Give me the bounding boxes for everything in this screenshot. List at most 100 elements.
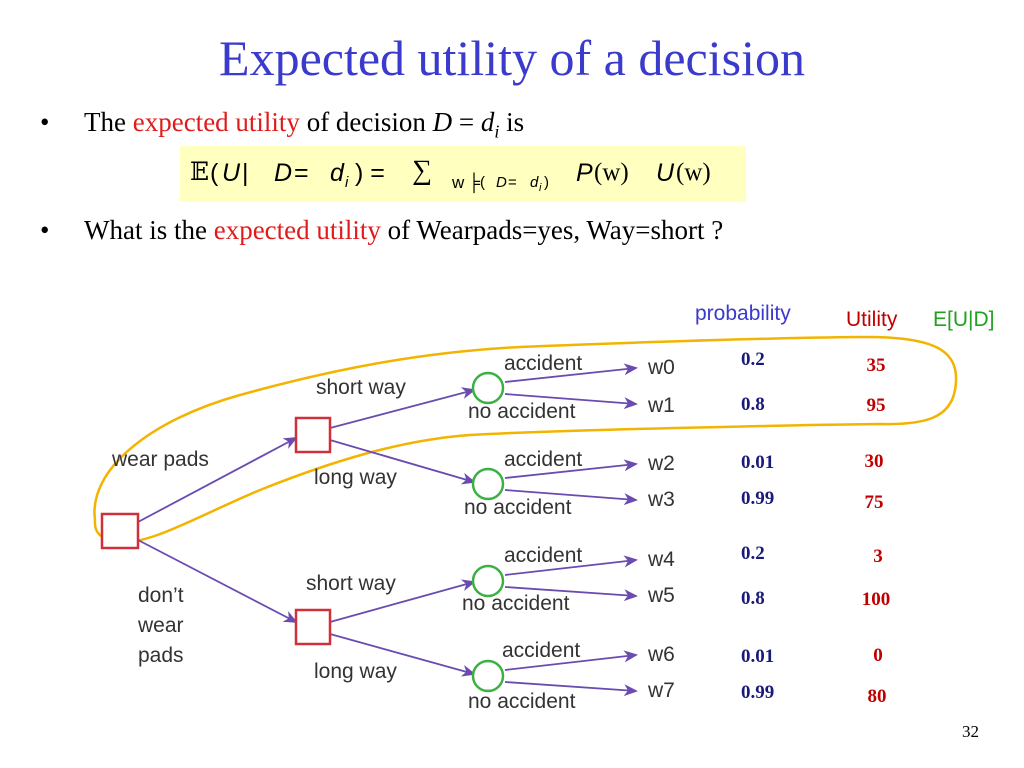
formula-p: P [576, 159, 593, 187]
utility-w2: 30 [864, 451, 884, 472]
label-dont-1: don’t [138, 584, 184, 607]
bullet-1-middle: of decision [299, 107, 433, 137]
formula-box: 𝔼 ( U | D = d i ) = ∑ w ╞ ( D = d i ) P … [180, 146, 746, 202]
label-event-5: no accident [462, 592, 570, 615]
bullet-2-suffix: of Wearpads=yes, Way=short ? [380, 215, 724, 245]
utility-w3: 75 [864, 492, 884, 513]
formula-models: ╞ [468, 173, 481, 192]
formula-expectation: 𝔼 [190, 159, 210, 186]
expected-utility-header: E[U|D] [933, 308, 995, 331]
prob-w0: 0.2 [741, 349, 765, 370]
label-event-4: accident [504, 544, 582, 567]
formula-open: ( [210, 159, 219, 187]
formula-sigma: ∑ [412, 155, 432, 186]
chance-node-3 [471, 564, 505, 598]
edge-w3 [504, 489, 638, 506]
bullet-1-highlight: expected utility [132, 107, 300, 137]
edge-long-way-2 [329, 633, 476, 677]
formula-sub-i: i [345, 174, 349, 191]
bullet-1-sub: i [494, 121, 500, 142]
bullet-2-highlight: expected utility [213, 215, 381, 245]
label-way-1: short way [316, 376, 406, 399]
edge-w1 [504, 393, 638, 410]
chance-node-2 [471, 467, 505, 501]
prob-w2: 0.01 [741, 452, 775, 473]
formula-eq: = [294, 159, 309, 187]
edge-long-way-1 [329, 439, 476, 485]
utility-w7: 80 [867, 686, 887, 707]
utility-w0: 35 [866, 355, 886, 376]
bullet-1: •The expected utility of decision D = di… [40, 106, 524, 147]
edge-w7 [504, 681, 638, 697]
formula-w: w [452, 173, 465, 192]
bullet-dot: • [40, 107, 50, 137]
utility-w6: 0 [873, 645, 883, 666]
edge-w4 [504, 555, 638, 576]
lasso-highlight [93, 335, 958, 544]
label-way-2: long way [314, 466, 397, 489]
formula-cond-eq: = [508, 174, 517, 191]
bullet-2: • What is the expected utility of Wearpad… [40, 214, 723, 246]
label-way-3: short way [306, 572, 396, 595]
utility-header: Utility [846, 308, 898, 331]
decision-node-root [100, 512, 140, 550]
label-world-6: w6 [647, 643, 675, 666]
edge-wear-pads [137, 437, 298, 523]
bullet-dot: • [40, 215, 50, 245]
formula-di: d [330, 159, 344, 187]
label-world-5: w5 [647, 584, 675, 607]
decision-node-wear-pads [294, 416, 332, 454]
bullet-1-eq: = [452, 107, 481, 137]
label-dont-3: pads [138, 644, 184, 667]
edge-w2 [504, 459, 638, 479]
formula-cond-close: ) [544, 174, 549, 191]
decision-node-dont-wear-pads [294, 608, 332, 646]
formula-cond-d: D [496, 174, 507, 191]
formula-cond-sub: i [539, 182, 542, 194]
bullet-1-suffix: is [499, 107, 525, 137]
label-event-1: no accident [468, 400, 576, 423]
edge-dont-wear-pads [137, 539, 298, 623]
probability-header: probability [695, 302, 791, 325]
utility-w5: 100 [861, 589, 891, 610]
formula-d: D [274, 159, 293, 187]
formula-uw: (w) [676, 159, 711, 186]
chance-node-4 [471, 659, 505, 693]
formula-bar: | [242, 159, 249, 187]
label-event-7: no accident [468, 690, 576, 713]
prob-w4: 0.2 [741, 543, 765, 564]
edge-short-way-2 [329, 579, 476, 623]
label-world-2: w2 [647, 452, 675, 475]
bullet-1-prefix: The [84, 107, 133, 137]
prob-w5: 0.8 [741, 588, 765, 609]
label-world-7: w7 [647, 679, 675, 702]
chance-node-1 [471, 371, 505, 405]
label-event-0: accident [504, 352, 582, 375]
formula-pw: (w) [594, 159, 629, 186]
utility-w4: 3 [873, 546, 883, 567]
utility-w1: 95 [866, 395, 886, 416]
edge-w5 [504, 586, 638, 602]
edge-short-way-1 [329, 387, 476, 429]
prob-w7: 0.99 [741, 682, 775, 703]
label-wear-pads: wear pads [111, 448, 209, 471]
label-world-1: w1 [647, 394, 675, 417]
label-way-4: long way [314, 660, 397, 683]
formula-close-eq: ) = [355, 159, 385, 187]
label-world-4: w4 [647, 548, 675, 571]
edge-w0 [504, 363, 638, 383]
label-world-3: w3 [647, 488, 675, 511]
label-event-3: no accident [464, 496, 572, 519]
page-number: 32 [962, 722, 979, 741]
prob-w1: 0.8 [741, 394, 765, 415]
label-dont-2: wear [137, 614, 184, 637]
label-event-6: accident [502, 639, 580, 662]
formula-u: U [222, 159, 241, 187]
bullet-2-prefix: What is the [84, 215, 214, 245]
label-event-2: accident [504, 448, 582, 471]
edge-w6 [504, 650, 638, 671]
prob-w6: 0.01 [741, 646, 775, 667]
label-world-0: w0 [647, 356, 675, 379]
